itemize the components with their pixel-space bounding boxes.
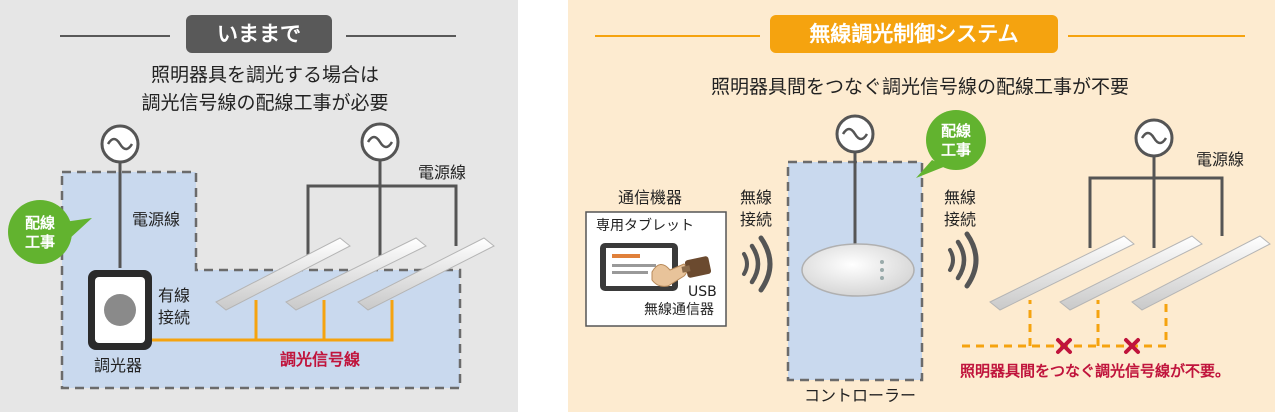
tablet-icon xyxy=(600,243,688,291)
wired-label-line-2: 接続 xyxy=(158,308,191,327)
right-title: 無線調光制御システム xyxy=(770,15,1058,53)
no-wiring-note: 照明器具間をつなぐ調光信号線が不要。 xyxy=(960,362,1231,380)
led-fixture-icon xyxy=(215,237,351,311)
usb-label-line-2: 無線通信器 xyxy=(644,302,714,318)
left-badge-line-1: 配線 xyxy=(24,214,55,232)
led-fixture-icon xyxy=(285,237,427,311)
dimming-signal-line xyxy=(152,300,394,342)
cross-mark-icon xyxy=(1124,338,1140,354)
led-fixture-icon xyxy=(989,235,1135,311)
led-fixture-icon xyxy=(1059,235,1203,311)
ac-power-source-icon xyxy=(835,114,875,154)
tablet-label: 専用タブレット xyxy=(596,218,694,234)
ac-power-source-icon xyxy=(100,124,140,164)
usb-wireless-adapter-icon xyxy=(681,256,712,278)
ac-power-source-icon xyxy=(1134,118,1174,158)
controller-ceiling-unit-icon xyxy=(801,243,915,297)
right-description: 照明器具間をつなぐ調光信号線の配線工事が不要 xyxy=(710,76,1129,98)
cross-mark-icon xyxy=(1056,338,1072,354)
wireless-left-line-1: 無線 xyxy=(740,188,773,207)
usb-label-line-1: USB xyxy=(688,284,717,300)
led-fixture-icon xyxy=(357,237,495,311)
left-title: いままで xyxy=(186,15,332,53)
right-badge-line-2: 工事 xyxy=(940,141,971,159)
dimmer-device-icon xyxy=(88,270,152,350)
wiring-work-badge-left xyxy=(8,200,92,264)
power-line-label-dimmer: 電源線 xyxy=(132,210,181,229)
left-badge-line-2: 工事 xyxy=(24,233,55,251)
power-line-label-main: 電源線 xyxy=(418,163,467,182)
dimming-signal-line-label: 調光信号線 xyxy=(280,350,361,369)
power-lines-right xyxy=(1088,156,1224,248)
ac-power-source-icon xyxy=(360,122,400,162)
wired-label-line-1: 有線 xyxy=(158,286,191,305)
power-lines-left xyxy=(118,160,458,268)
wireless-signal-icon xyxy=(742,235,773,293)
led-fixture-icon xyxy=(1131,235,1271,311)
wireless-right-line-1: 無線 xyxy=(944,188,977,207)
wireless-signal-icon xyxy=(948,231,979,289)
unneeded-signal-line xyxy=(962,300,1168,348)
dimmer-label: 調光器 xyxy=(94,356,143,375)
controller-label: コントローラー xyxy=(804,386,917,405)
power-line-label-right: 電源線 xyxy=(1196,150,1245,169)
right-badge-line-1: 配線 xyxy=(940,122,971,140)
wireless-right-line-2: 接続 xyxy=(944,210,977,229)
left-description-line-2: 調光信号線の配線工事が必要 xyxy=(141,92,389,114)
comm-device-label: 通信機器 xyxy=(618,188,683,207)
wiring-work-badge-right xyxy=(916,110,986,178)
left-description-line-1: 照明器具を調光する場合は xyxy=(150,64,379,86)
wireless-left-line-2: 接続 xyxy=(740,210,773,229)
